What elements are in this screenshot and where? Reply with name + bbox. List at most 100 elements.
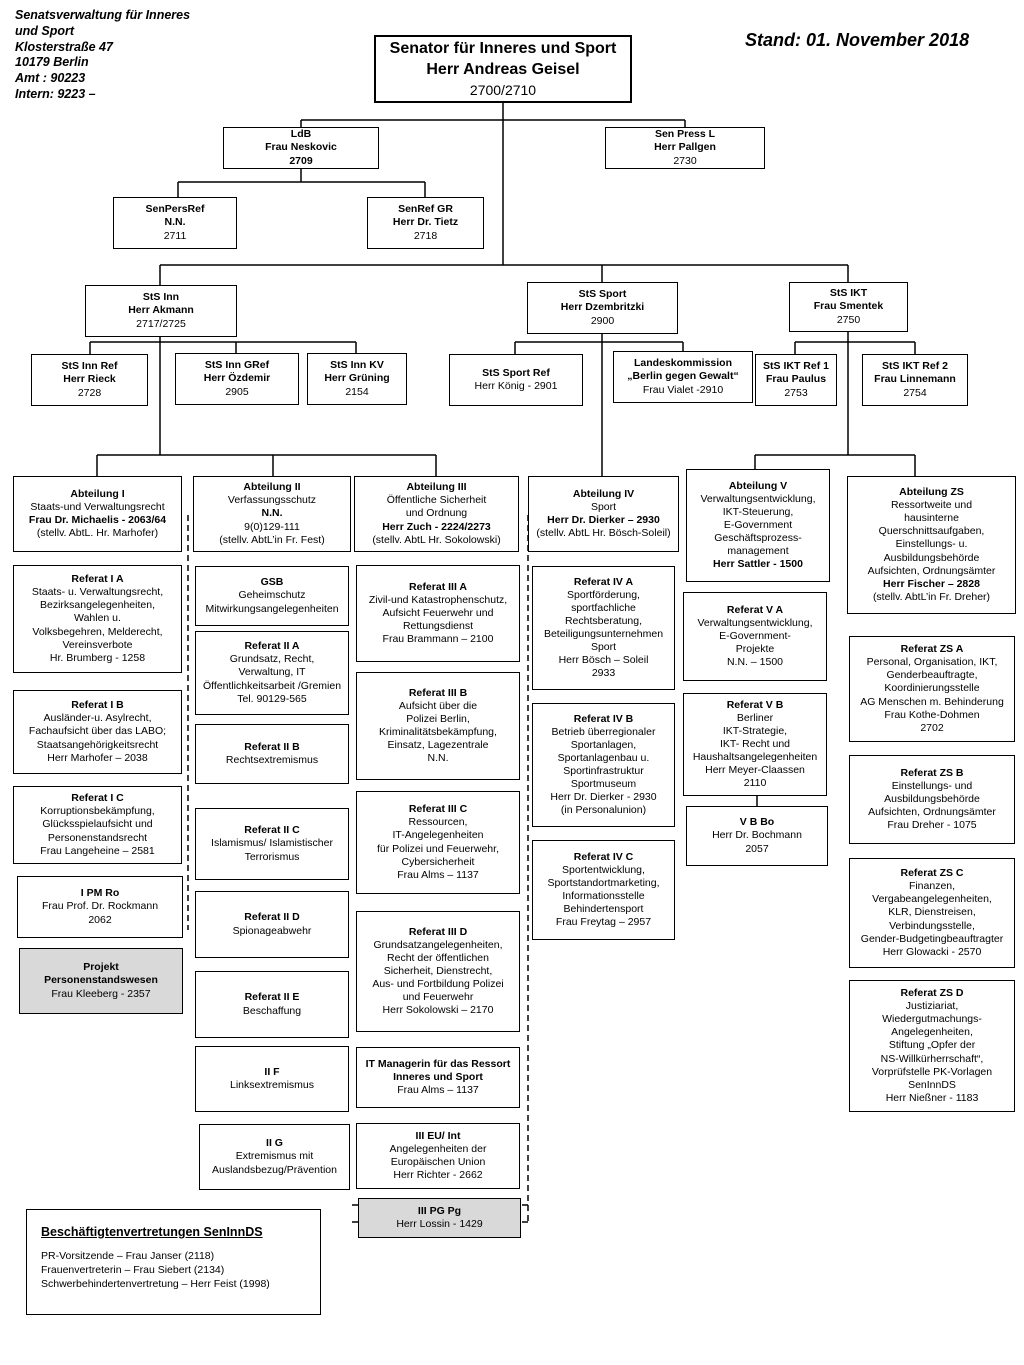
org-box-line: Terrorismus — [244, 850, 300, 863]
org-box-line: Frau Dr. Michaelis - 2063/64 — [28, 514, 167, 526]
org-box-line: Sportstandortmarketing, — [547, 876, 660, 889]
org-box-line: Sport — [590, 500, 617, 513]
org-box-line: 2709 — [289, 154, 313, 167]
org-box-line: Herr Grüning — [324, 372, 390, 385]
org-box-line: Cybersicherheit — [401, 855, 475, 868]
org-box-line: SenPersRef — [145, 203, 205, 216]
org-box-line: Geschäftsprozess- — [714, 532, 802, 545]
org-box-line: Verwaltungsentwicklung, — [697, 616, 813, 629]
org-box-line: Referat III B — [408, 686, 468, 699]
org-box-line: 2711 — [163, 229, 187, 242]
org-box-line: 2750 — [836, 313, 861, 326]
org-box-line: Öffentlichkeitsarbeit /Gremien — [202, 679, 342, 692]
org-box-line: Herr Lossin - 1429 — [396, 1218, 483, 1230]
org-box-line: Referat IV C — [573, 850, 634, 863]
org-box-line: Herr Meyer-Claassen — [705, 764, 805, 777]
org-box-line: 2062 — [88, 913, 112, 926]
org-box-line: Ausländer-u. Asylrecht, — [43, 712, 152, 725]
org-box-line: Polizei Berlin, — [406, 712, 470, 725]
org-box-line: IT-Angelegenheiten — [392, 829, 484, 842]
org-box-line: Projekt — [83, 961, 119, 974]
org-box-line: Korruptionsbekämpfung, — [40, 805, 155, 818]
org-box-landeskommission: Landeskommission„Berlin gegen Gewalt“Fra… — [613, 351, 753, 403]
org-box-line: Referat II D — [244, 911, 300, 924]
org-box-line: GSB — [260, 576, 284, 589]
org-box-line: StS IKT — [829, 287, 868, 300]
org-box-line: Verfassungsschutz — [227, 494, 317, 507]
org-box-line: und Ordnung — [405, 507, 468, 520]
org-box-line: Vergabeangelegenheiten, — [872, 893, 992, 906]
org-box-line: Kriminalitätsbekämpfung, — [379, 726, 497, 738]
employee-reps-title: Beschäftigtenvertretungen SenInnDS — [41, 1225, 263, 1239]
org-box-line: Referat I C — [71, 792, 124, 805]
org-box-line: Frau Dreher - 1075 — [887, 819, 977, 832]
org-box-line: Ressourcen, — [408, 816, 468, 829]
org-box-line: Behindertensport — [563, 903, 644, 916]
org-box-line: Sportförderung, — [567, 588, 640, 601]
org-box-line: Verwaltung, IT — [238, 666, 306, 679]
org-box-line: (stellv. AbtL. Hr. Marhofer) — [36, 527, 159, 540]
org-box-line: III PG Pg — [417, 1204, 462, 1217]
org-box-line: Abteilung III — [406, 481, 467, 494]
employee-rep-line: Frauenvertreterin – Frau Siebert (2134) — [41, 1263, 225, 1276]
org-box-line: Ausbildungsbehörde — [883, 551, 980, 564]
org-box-line: StS IKT Ref 2 — [882, 360, 948, 373]
org-box-line: Grundsatzangelegenheiten, — [373, 938, 503, 951]
org-box-line: Frau Freytag – 2957 — [555, 916, 652, 929]
org-box-line: Sportanlagen, — [570, 738, 637, 751]
org-box-line: Herr Dr. Tietz — [392, 216, 459, 229]
org-box-line: management — [727, 545, 789, 558]
org-box-line: 9(0)129-111 — [244, 520, 300, 533]
org-box-line: Herr Marhofer – 2038 — [47, 751, 148, 764]
org-box-line: Beschaffung — [242, 1004, 302, 1017]
org-box-line: Rechtsextremismus — [225, 754, 319, 766]
org-box-line: (in Personalunion) — [560, 804, 647, 817]
org-box-line: Personal, Organisation, IKT, — [866, 656, 998, 669]
org-box-line: Sport — [590, 641, 617, 654]
org-box-line: Referat II E — [244, 991, 300, 1004]
org-box-line: Justiziariat, — [905, 1000, 959, 1013]
org-box-line: Herr Fischer – 2828 — [883, 577, 980, 590]
header-address-line: Klosterstraße 47 — [15, 39, 113, 54]
org-box-line: Herr Dr. Dierker – 2930 — [547, 514, 660, 526]
org-box-line: IT Managerin für das Ressort — [365, 1057, 511, 1070]
employee-rep-line: Schwerbehindertenvertretung – Herr Feist… — [41, 1277, 270, 1290]
org-box-line: 2754 — [903, 386, 927, 399]
org-box-line: und Feuerwehr — [402, 991, 474, 1004]
org-box-line: SenInnDS — [908, 1078, 956, 1091]
org-box-line: Einstellungs- und — [891, 779, 973, 792]
org-box-line: Gender-Budgetingbeauftragter — [860, 932, 1004, 945]
org-box-line: Herr Pallgen — [654, 141, 716, 154]
org-box-line: (stellv. AbtL Hr. Sokolowski) — [372, 533, 501, 546]
org-box-line: Frau Smentek — [813, 300, 884, 313]
org-box-line: StS Inn — [142, 291, 180, 304]
org-box-line: Linksextremismus — [229, 1079, 315, 1091]
org-box-line: Verbindungsstelle, — [889, 919, 975, 932]
org-box-line: V B Bo — [739, 816, 775, 829]
org-box-line: N.N. — [164, 216, 186, 229]
org-box-line: Stiftung „Opfer der — [888, 1039, 976, 1052]
org-box-line: 2057 — [745, 842, 769, 855]
org-box-line: Volksbegehren, Melderecht, — [32, 625, 163, 638]
org-box-line: „Berlin gegen Gewalt“ — [627, 370, 739, 383]
org-box-line: Frau Linnemann — [874, 373, 956, 386]
org-box-line: Berliner — [736, 711, 774, 724]
org-box-line: Aufsichten, Ordnungsämter — [868, 806, 996, 819]
org-box-line: 2154 — [345, 385, 369, 398]
org-box-line: Haushaltsangelegenheiten — [692, 751, 818, 764]
org-box-line: Ausbildungsbehörde — [884, 792, 980, 805]
org-box-line: Angelegenheiten der — [389, 1142, 487, 1155]
